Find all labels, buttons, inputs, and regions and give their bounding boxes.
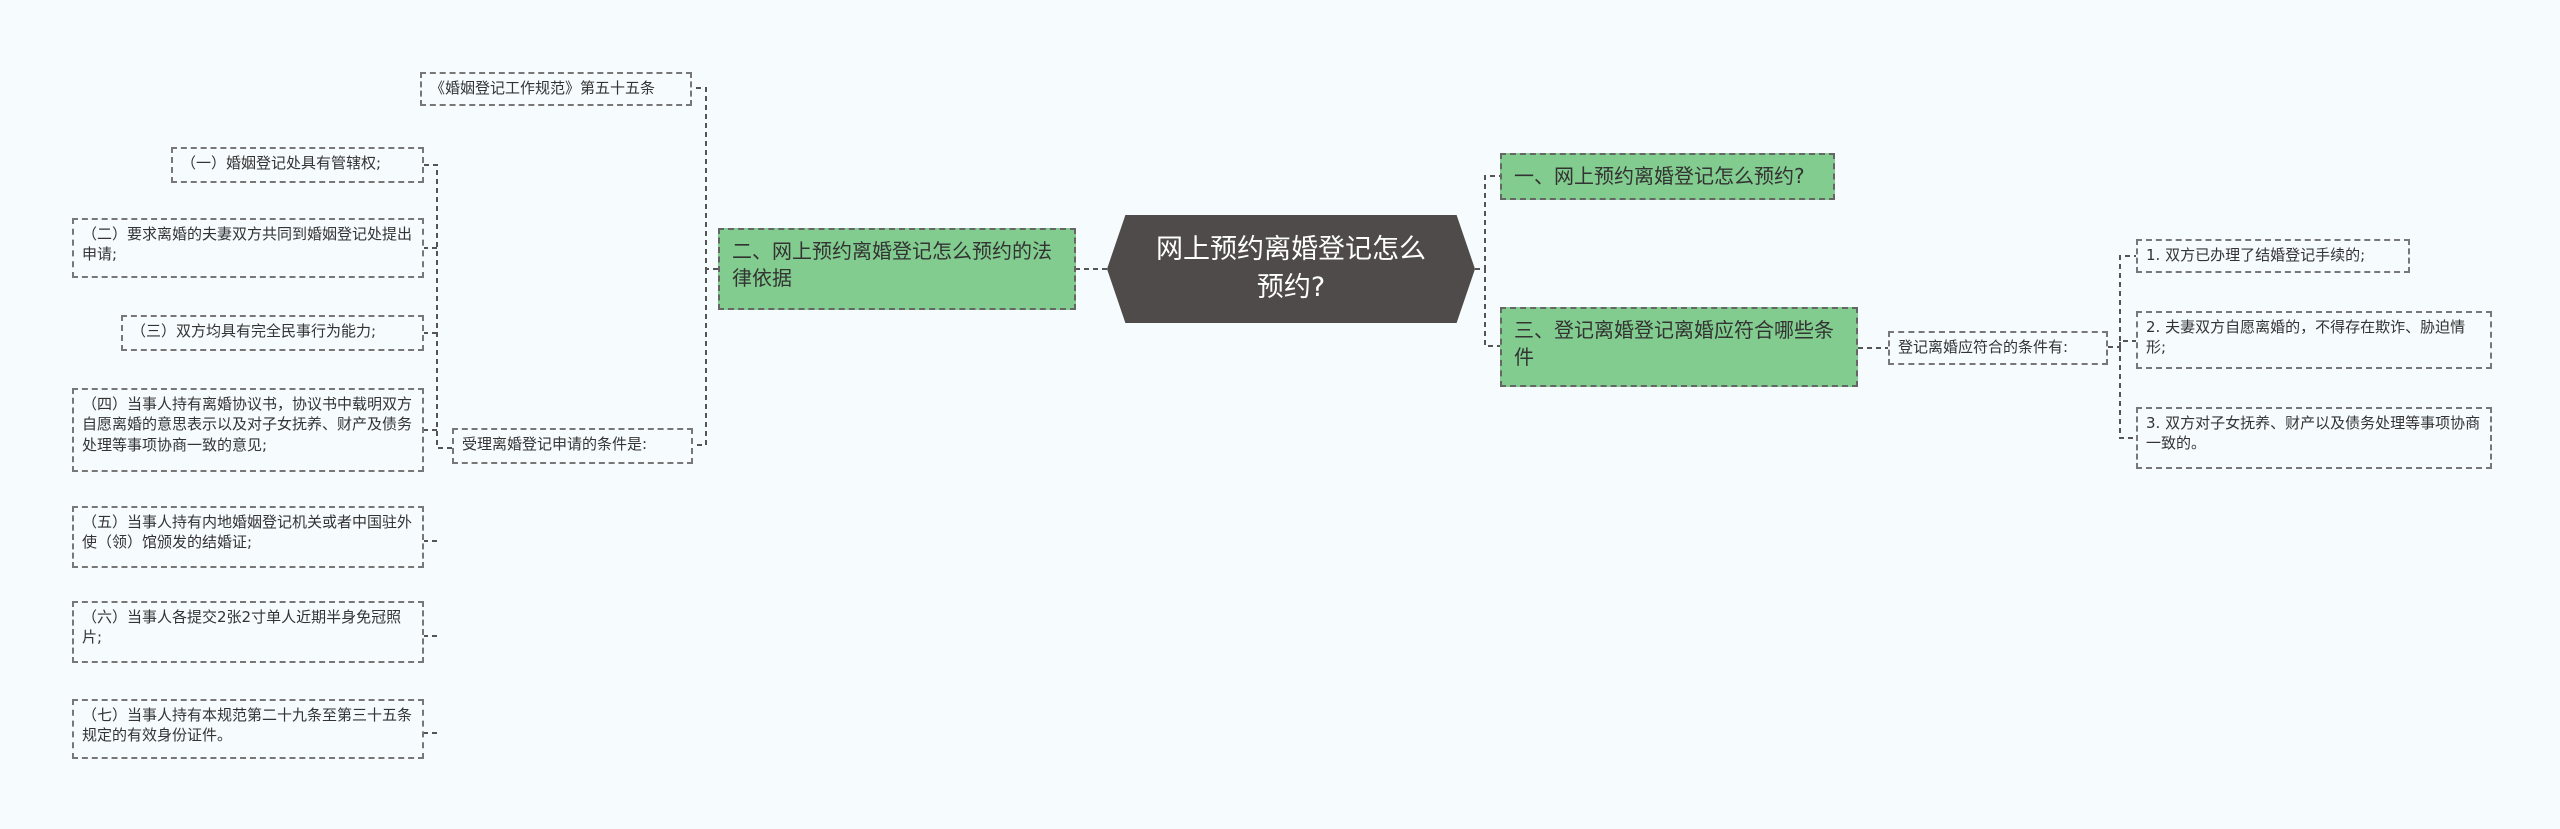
topic-legal-basis[interactable]: 二、网上预约离婚登记怎么预约的法律依据 — [718, 228, 1076, 310]
connector-root-topic1 — [1475, 175, 1500, 270]
left-condition-3[interactable]: （三）双方均具有完全民事行为能力; — [121, 315, 424, 351]
left-condition-2[interactable]: （二）要求离婚的夫妻双方共同到婚姻登记处提出申请; — [72, 218, 424, 278]
right-condition-3[interactable]: 3. 双方对子女抚养、财产以及债务处理等事项协商一致的。 — [2136, 407, 2492, 469]
left-condition-6[interactable]: （六）当事人各提交2张2寸单人近期半身免冠照片; — [72, 601, 424, 663]
connector-sub-items — [2108, 255, 2136, 439]
conditions-label[interactable]: 登记离婚应符合的条件有: — [1888, 331, 2108, 365]
right-condition-2[interactable]: 2. 夫妻双方自愿离婚的，不得存在欺诈、胁迫情形; — [2136, 311, 2492, 369]
root-topic[interactable]: 网上预约离婚登记怎么预约? — [1107, 215, 1475, 323]
topic-divorce-conditions[interactable]: 三、登记离婚登记离婚应符合哪些条件 — [1500, 307, 1858, 387]
acceptance-conditions-label[interactable]: 受理离婚登记申请的条件是: — [452, 428, 693, 464]
connector-leftsub-items — [424, 164, 452, 734]
left-condition-4[interactable]: （四）当事人持有离婚协议书，协议书中载明双方自愿离婚的意思表示以及对子女抚养、财… — [72, 388, 424, 472]
left-condition-5[interactable]: （五）当事人持有内地婚姻登记机关或者中国驻外使（领）馆颁发的结婚证; — [72, 506, 424, 568]
regulation-reference[interactable]: 《婚姻登记工作规范》第五十五条 — [420, 72, 692, 106]
topic-online-booking[interactable]: 一、网上预约离婚登记怎么预约? — [1500, 153, 1835, 200]
connector-root-topic3 — [1475, 268, 1500, 347]
left-condition-1[interactable]: （一）婚姻登记处具有管辖权; — [171, 147, 424, 183]
connector-topic2-ref-sub — [692, 87, 718, 446]
left-condition-7[interactable]: （七）当事人持有本规范第二十九条至第三十五条规定的有效身份证件。 — [72, 699, 424, 759]
right-condition-1[interactable]: 1. 双方已办理了结婚登记手续的; — [2136, 239, 2410, 273]
